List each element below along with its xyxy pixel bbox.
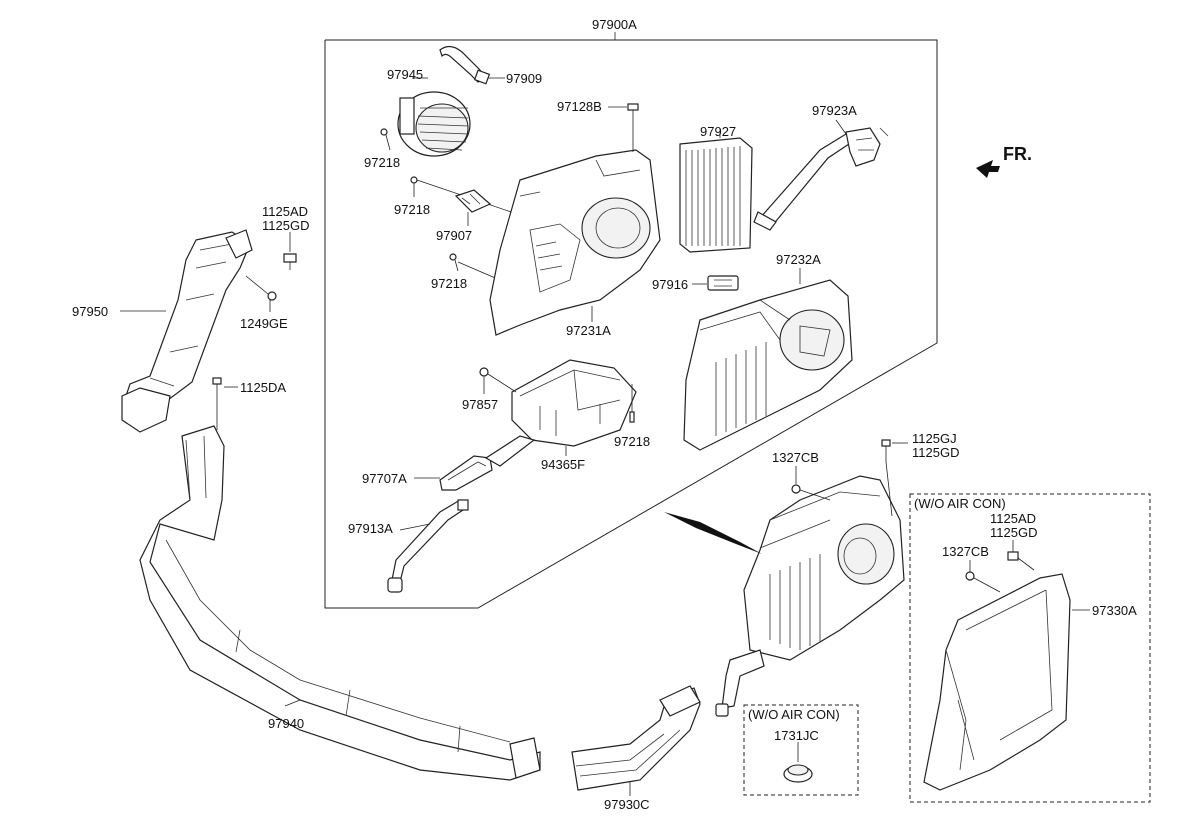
label-1327CB-right[interactable]: 1327CB <box>942 544 989 559</box>
label-97940[interactable]: 97940 <box>268 716 304 731</box>
label-97913A[interactable]: 97913A <box>348 521 393 536</box>
label-1731JC[interactable]: 1731JC <box>774 728 819 743</box>
drain-tray-94365F[interactable] <box>511 359 637 447</box>
main-duct-97940[interactable] <box>139 425 541 781</box>
label-97930C[interactable]: 97930C <box>604 797 650 812</box>
cover-97330A[interactable] <box>923 573 1071 791</box>
label-1125AD-right[interactable]: 1125AD <box>990 511 1036 526</box>
screw-97218-a[interactable] <box>380 128 391 151</box>
assembly-frame: 97900A <box>324 17 938 609</box>
valve-pipe-97923A[interactable] <box>753 127 889 231</box>
screw-1249GE[interactable] <box>245 275 277 312</box>
box-wo-aircon-small: (W/O AIR CON) 1731JC <box>743 704 859 796</box>
nut-1327CB-middle[interactable] <box>791 484 831 501</box>
screw-97218-d[interactable] <box>629 384 635 423</box>
label-97857[interactable]: 97857 <box>462 397 498 412</box>
label-1125DA[interactable]: 1125DA <box>240 380 286 395</box>
resistor-97907[interactable] <box>454 189 492 213</box>
label-97707A[interactable]: 97707A <box>362 471 407 486</box>
label-1125GJ[interactable]: 1125GJ <box>912 431 957 446</box>
duct-97707A[interactable] <box>439 435 536 491</box>
label-97945[interactable]: 97945 <box>387 67 423 82</box>
label-97218-d[interactable]: 97218 <box>614 434 650 449</box>
label-94365F[interactable]: 94365F <box>541 457 585 472</box>
bolt-1125AD-right[interactable] <box>1007 540 1035 571</box>
label-1125AD-left[interactable]: 1125AD <box>262 204 308 219</box>
label-97231A[interactable]: 97231A <box>566 323 611 338</box>
label-97923A[interactable]: 97923A <box>812 103 857 118</box>
grommet-1731JC[interactable] <box>783 764 813 783</box>
label-97909[interactable]: 97909 <box>506 71 542 86</box>
label-97927[interactable]: 97927 <box>700 124 736 139</box>
clip-97128B[interactable] <box>627 103 639 152</box>
blower-motor-97945[interactable] <box>397 45 491 157</box>
label-1125GD-middle[interactable]: 1125GD <box>912 445 959 460</box>
sensor-97916[interactable] <box>707 275 739 291</box>
label-1327CB-middle[interactable]: 1327CB <box>772 450 819 465</box>
label-97950[interactable]: 97950 <box>72 304 108 319</box>
box-wo-aircon-large: (W/O AIR CON) 1125AD 1125GD 1327CB 97330… <box>909 493 1151 803</box>
outlet-duct-97930C[interactable] <box>571 685 701 791</box>
label-1125GD-right[interactable]: 1125GD <box>990 525 1037 540</box>
drain-hose-97913A[interactable] <box>387 499 469 593</box>
clip-97857[interactable] <box>479 367 517 393</box>
front-direction-indicator: FR. <box>976 144 1032 178</box>
bolt-1125AD-left[interactable] <box>283 253 297 270</box>
label-1249GE[interactable]: 1249GE <box>240 316 288 331</box>
label-97128B[interactable]: 97128B <box>557 99 602 114</box>
label-1125GD-left[interactable]: 1125GD <box>262 218 309 233</box>
label-97330A[interactable]: 97330A <box>1092 603 1137 618</box>
case-upper-97231A[interactable] <box>489 149 661 336</box>
label-97900A[interactable]: 97900A <box>592 17 637 32</box>
label-97916[interactable]: 97916 <box>652 277 688 292</box>
blower-unit-assembled[interactable] <box>715 475 905 717</box>
box-wo-aircon-large-title: (W/O AIR CON) <box>914 496 1006 511</box>
front-arrow-icon <box>976 160 1000 178</box>
label-97218-b[interactable]: 97218 <box>394 202 430 217</box>
label-97218-a[interactable]: 97218 <box>364 155 400 170</box>
label-97232A[interactable]: 97232A <box>776 252 821 267</box>
box-wo-aircon-small-title: (W/O AIR CON) <box>748 707 840 722</box>
side-duct-97950[interactable] <box>121 229 253 433</box>
front-label: FR. <box>1003 144 1032 164</box>
assembly-pointer-arrow <box>664 512 762 554</box>
screw-97218-c[interactable] <box>449 253 501 281</box>
nut-1327CB-right[interactable] <box>965 560 1001 593</box>
bolt-1125GJ[interactable] <box>881 439 893 517</box>
case-lower-97232A[interactable] <box>683 279 853 451</box>
bolt-1125DA[interactable] <box>212 377 222 430</box>
label-97218-c[interactable]: 97218 <box>431 276 467 291</box>
evaporator-core-97927[interactable] <box>679 137 753 253</box>
label-97907[interactable]: 97907 <box>436 228 472 243</box>
